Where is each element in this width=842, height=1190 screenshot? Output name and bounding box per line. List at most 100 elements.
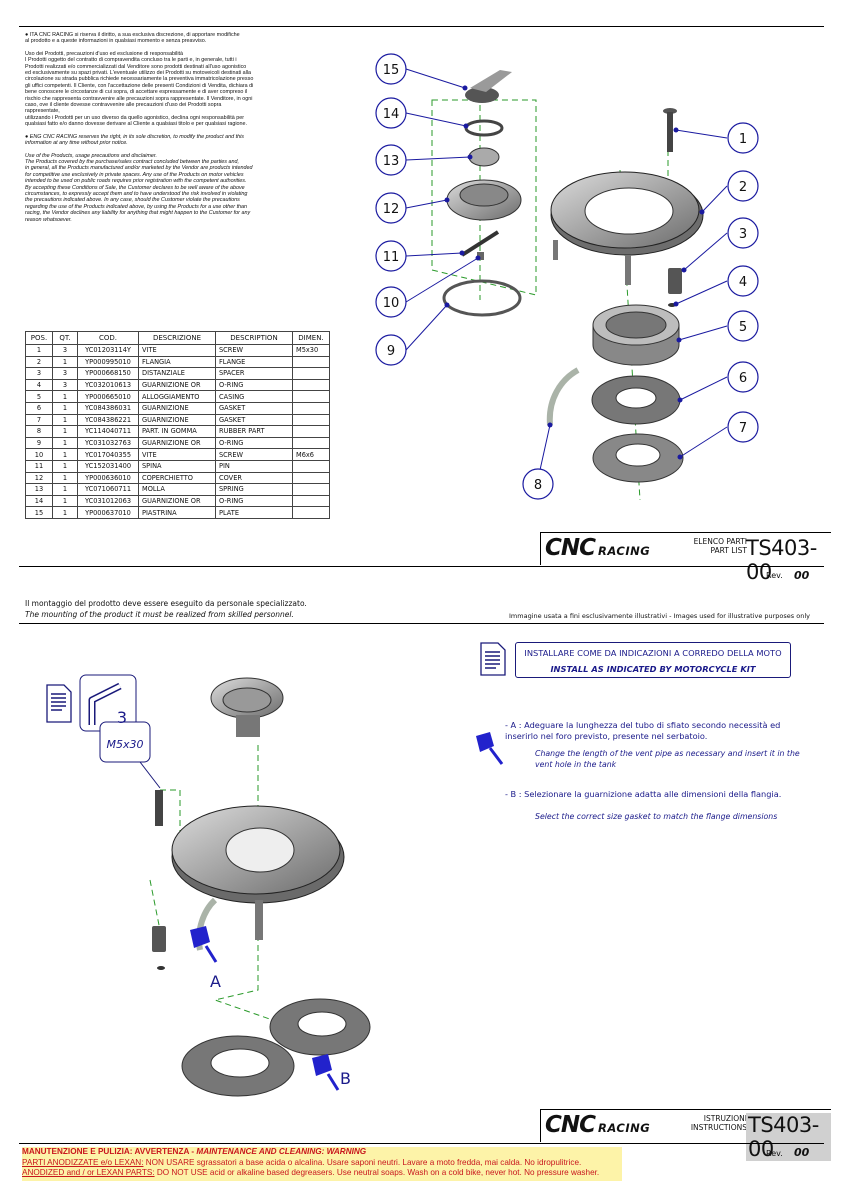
part-6-gasket xyxy=(591,375,681,425)
table-cell: SPACER xyxy=(215,367,293,380)
table-cell: COVER xyxy=(215,471,293,485)
callout-4: 4 xyxy=(727,265,759,297)
disclaimer-eng-header: ENG CNC RACING reserves the right, in it… xyxy=(25,133,244,147)
table-cell: VITE xyxy=(138,448,216,461)
table-cell: 1 xyxy=(52,355,78,369)
svg-text:1: 1 xyxy=(739,132,747,147)
screw-callout-frame xyxy=(99,721,151,763)
rev-label: Rev. xyxy=(766,571,783,580)
table-cell: O-RING xyxy=(215,494,293,508)
pushpin-b xyxy=(312,1054,340,1091)
table-cell: YP000668150 xyxy=(77,367,139,380)
maint-en-text: DO NOT USE acid or alkaline based degrea… xyxy=(154,1168,600,1178)
install-banner-en: INSTALL AS INDICATED BY MOTORCYCLE KIT xyxy=(550,664,756,674)
callout-9: 9 xyxy=(375,334,407,366)
table-cell: YC032010613 xyxy=(77,378,139,392)
table-cell: DISTANZIALE xyxy=(138,367,216,380)
callout-10: 10 xyxy=(375,286,407,318)
mounting-note-en: The mounting of the product it must be r… xyxy=(25,610,294,619)
divider xyxy=(19,1143,824,1144)
svg-text:14: 14 xyxy=(383,107,400,122)
bullet-icon: ● xyxy=(25,133,30,140)
svg-text:6: 6 xyxy=(739,371,747,386)
table-cell: FLANGIA xyxy=(138,355,216,369)
table-cell: YP000637010 xyxy=(77,506,139,519)
table-cell: 3 xyxy=(52,367,78,380)
rev-value: 00 xyxy=(794,569,810,582)
svg-text:11: 11 xyxy=(383,250,400,265)
disclaimer-ita-body: Uso dei Prodotti, precauzioni d'uso ed e… xyxy=(25,50,254,128)
parts-header-cell: POS. xyxy=(25,331,53,345)
svg-text:12: 12 xyxy=(383,202,400,217)
table-cell: GUARNIZIONE OR xyxy=(138,494,216,508)
part-10-screw xyxy=(477,252,484,260)
table-cell: YC084386031 xyxy=(77,401,139,415)
table-cell: O-RING xyxy=(215,436,293,450)
table-cell xyxy=(292,425,330,438)
table-cell xyxy=(292,401,330,415)
part-8-rubber xyxy=(546,367,580,426)
table-cell: 1 xyxy=(52,413,78,427)
svg-text:7: 7 xyxy=(739,421,747,436)
table-cell: SPINA xyxy=(138,459,216,473)
assembly-view: 3 M5x30 A B xyxy=(46,674,371,1097)
table-cell: MOLLA xyxy=(138,483,216,496)
table-cell: YC031012063 xyxy=(77,494,139,508)
table-cell: GASKET xyxy=(215,401,293,415)
callout-15: 15 xyxy=(375,53,407,85)
table-cell: 6 xyxy=(25,401,53,415)
document-icon xyxy=(480,642,506,676)
table-cell: YC071060711 xyxy=(77,483,139,496)
table-cell: 7 xyxy=(25,413,53,427)
divider xyxy=(19,623,824,624)
block-label: ELENCO PARTI PART LIST xyxy=(693,537,747,555)
table-cell xyxy=(292,367,330,380)
maint-en-label: ANODIZED and / or LEXAN PARTS: xyxy=(22,1168,155,1178)
table-cell: 10 xyxy=(25,448,53,461)
table-cell xyxy=(292,483,330,496)
table-cell: 1 xyxy=(52,506,78,519)
table-cell: 3 xyxy=(52,344,78,357)
part-12-cover xyxy=(446,179,522,221)
table-cell: 1 xyxy=(52,459,78,473)
table-cell: VITE xyxy=(138,344,216,357)
part-2-flange xyxy=(550,171,704,285)
screw xyxy=(155,790,163,826)
table-cell: RUBBER PART xyxy=(215,425,293,438)
callout-6: 6 xyxy=(727,361,759,393)
table-cell: M6x6 xyxy=(292,448,330,461)
table-cell: YC114040711 xyxy=(77,425,139,438)
divider xyxy=(19,566,824,567)
table-cell: 15 xyxy=(25,506,53,519)
table-cell: 5 xyxy=(25,390,53,403)
table-cell: SCREW xyxy=(215,448,293,461)
rev-label: Rev. xyxy=(766,1149,783,1158)
maint-it-label: PARTI ANODIZZATE e/o LEXAN: xyxy=(22,1157,144,1167)
svg-text:13: 13 xyxy=(383,154,400,169)
bullet-icon: ● xyxy=(25,32,30,38)
table-cell: 12 xyxy=(25,471,53,485)
table-cell: YC152031400 xyxy=(77,459,139,473)
table-cell: YP000665010 xyxy=(77,390,139,403)
callout-14: 14 xyxy=(375,97,407,129)
table-cell: 14 xyxy=(25,494,53,508)
part-13-spring xyxy=(468,147,500,167)
table-cell xyxy=(292,494,330,508)
disclaimer-ita-header: ITA CNC RACING si riserva il diritto, a … xyxy=(25,32,240,45)
parts-header-cell: QT. xyxy=(52,331,78,345)
maint-it-text: NON USARE sgrassatori a base acida o alc… xyxy=(143,1157,582,1167)
svg-text:15: 15 xyxy=(383,63,400,78)
table-cell xyxy=(292,378,330,392)
table-cell: 3 xyxy=(25,367,53,380)
table-cell: SCREW xyxy=(215,344,293,357)
